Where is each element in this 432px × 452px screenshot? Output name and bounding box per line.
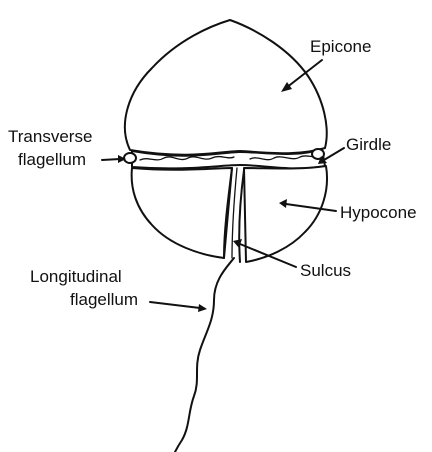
label-transverse-line2: flagellum — [18, 150, 86, 169]
epicone-shape — [125, 20, 327, 155]
arrowhead-longitudinal — [198, 304, 207, 312]
label-longitudinal-line1: Longitudinal — [30, 267, 122, 286]
label-hypocone: Hypocone — [340, 203, 417, 222]
sulcus-groove-inner — [239, 170, 244, 262]
leader-transverse — [102, 159, 120, 160]
leader-longitudinal — [150, 302, 200, 308]
transverse-flagellum-loop — [124, 153, 136, 163]
hypocone-left-lobe — [132, 168, 232, 258]
label-epicone: Epicone — [310, 37, 371, 56]
leader-girdle — [324, 148, 344, 160]
longitudinal-flagellum — [175, 258, 234, 452]
hypocone-right-lobe — [244, 166, 327, 262]
label-transverse-line1: Transverse — [8, 127, 92, 146]
label-longitudinal-line2: flagellum — [70, 290, 138, 309]
label-sulcus: Sulcus — [300, 261, 351, 280]
label-girdle: Girdle — [346, 135, 391, 154]
